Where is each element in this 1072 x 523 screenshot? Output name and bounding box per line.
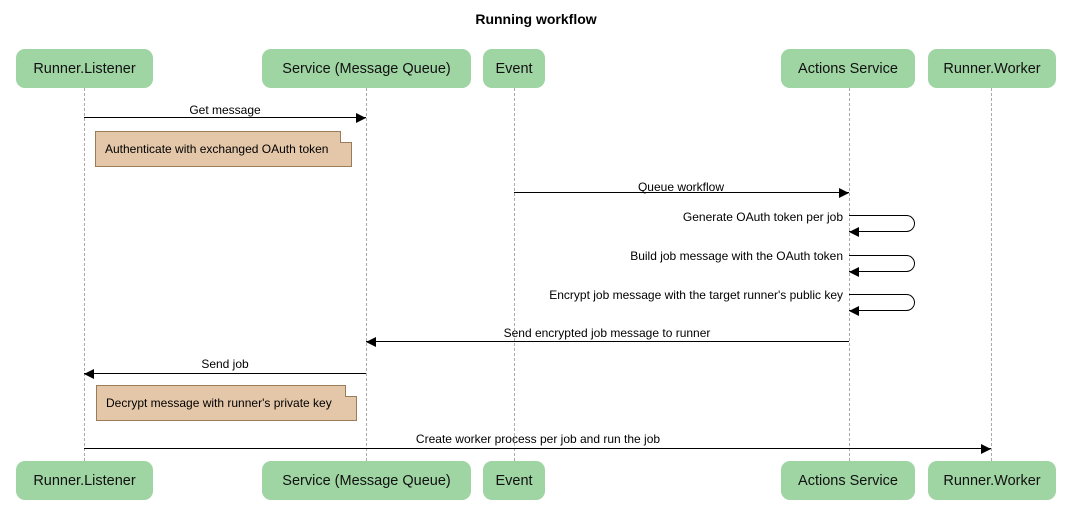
note-n1[interactable]: Authenticate with exchanged OAuth token [95,131,352,167]
arrow-head-right [981,443,991,454]
participant-label: Actions Service [798,472,898,489]
arrow-head-left [849,267,859,277]
participant-label: Runner.Listener [33,60,136,77]
self-message-m5[interactable] [849,294,915,311]
message-label-m3: Generate OAuth token per job [682,210,843,224]
arrow-head-left [849,227,859,237]
self-loop-curve [906,294,915,311]
participant-label: Runner.Worker [943,472,1041,489]
participant-label: Actions Service [798,60,898,77]
participant-label: Event [495,60,533,77]
message-label-m1: Get message [189,103,261,117]
message-label-m6: Send encrypted job message to runner [503,326,711,340]
message-label-m4: Build job message with the OAuth token [630,249,843,263]
message-label-m8: Create worker process per job and run th… [415,432,661,446]
self-loop-curve [906,255,915,272]
participant-label: Event [495,472,533,489]
diagram-title: Running workflow [475,11,597,27]
arrow-head-left [84,368,94,379]
self-message-m3[interactable] [849,215,915,232]
participant-runner-listener-bottom[interactable]: Runner.Listener [16,461,153,500]
arrow-head-right [356,112,366,123]
note-text: Decrypt message with runner's private ke… [106,396,332,410]
self-loop-return-segment [849,310,906,311]
participant-event-bottom[interactable]: Event [483,461,545,500]
message-line-m7[interactable] [84,373,366,374]
arrow-head-left [849,306,859,316]
message-line-m1[interactable] [84,117,366,118]
lifeline-runner-listener [84,88,85,461]
participant-label: Service (Message Queue) [282,60,451,77]
self-loop-top-segment [849,294,906,295]
message-label-m5: Encrypt job message with the target runn… [549,288,843,302]
self-loop-return-segment [849,271,906,272]
participant-label: Service (Message Queue) [282,472,451,489]
self-message-m4[interactable] [849,255,915,272]
message-line-m2[interactable] [514,192,849,193]
self-loop-top-segment [849,215,906,216]
arrow-head-right [839,187,849,198]
arrow-head-left [366,336,376,347]
participant-label: Runner.Listener [33,472,136,489]
participant-runner-listener-top[interactable]: Runner.Listener [16,49,153,88]
self-loop-return-segment [849,231,906,232]
message-line-m6[interactable] [366,341,849,342]
participant-runner-worker-top[interactable]: Runner.Worker [928,49,1056,88]
message-line-m8[interactable] [84,448,991,449]
note-text: Authenticate with exchanged OAuth token [105,142,329,156]
lifeline-runner-worker [991,88,992,461]
participant-runner-worker-bottom[interactable]: Runner.Worker [928,461,1056,500]
self-loop-curve [906,215,915,232]
participant-actions-service-bottom[interactable]: Actions Service [781,461,915,500]
participant-label: Runner.Worker [943,60,1041,77]
participant-service-message-queue-bottom[interactable]: Service (Message Queue) [262,461,471,500]
participant-actions-service-top[interactable]: Actions Service [781,49,915,88]
message-label-m2: Queue workflow [637,180,725,194]
note-n2[interactable]: Decrypt message with runner's private ke… [96,385,357,421]
note-fold-corner-icon [340,131,352,143]
note-fold-corner-icon [345,385,357,397]
participant-service-message-queue-top[interactable]: Service (Message Queue) [262,49,471,88]
lifeline-service-message-queue [366,88,367,461]
self-loop-top-segment [849,255,906,256]
lifeline-event [514,88,515,461]
participant-event-top[interactable]: Event [483,49,545,88]
message-label-m7: Send job [201,357,249,371]
